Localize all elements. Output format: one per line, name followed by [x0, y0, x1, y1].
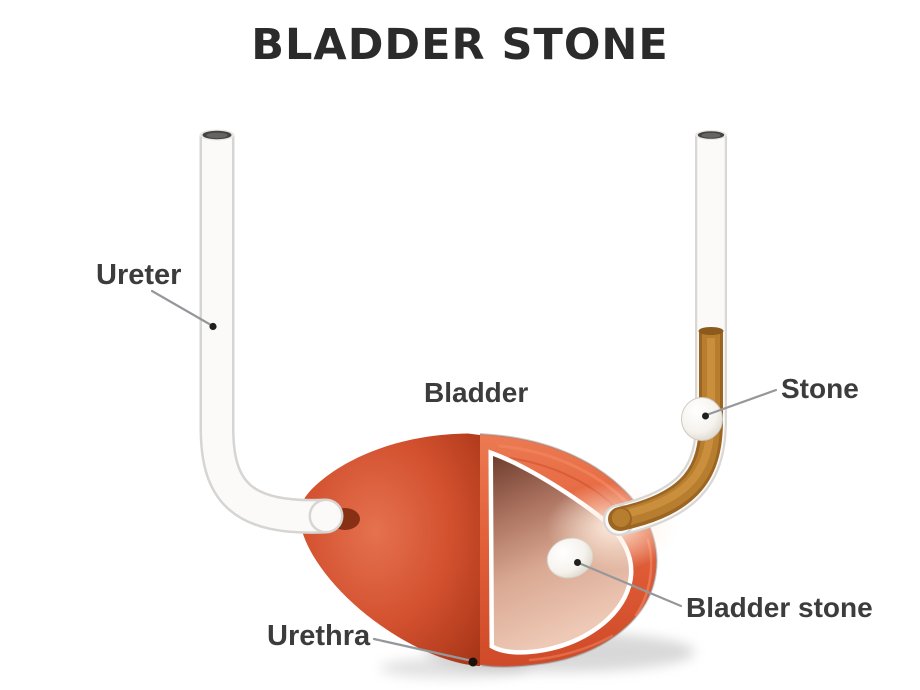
leader-dots — [209, 322, 709, 566]
right-ureter-tube — [603, 130, 727, 536]
ureter-label: Ureter — [96, 259, 182, 291]
leader-lines — [150, 289, 778, 662]
ureter-pointer-dot — [209, 322, 217, 331]
bladder-stone — [546, 537, 594, 579]
urethra-leader-line — [372, 637, 470, 662]
bladder-label: Bladder — [424, 377, 529, 408]
urethra-opening — [468, 657, 478, 667]
bladder-body — [299, 433, 480, 666]
urine-meniscus — [698, 327, 724, 335]
urethra-label: Urethra — [267, 620, 371, 652]
bladder-stone-pointer-dot — [574, 559, 581, 566]
left-ureter-opening — [199, 129, 235, 141]
stone-pointer-dot — [702, 412, 709, 420]
ureter-leader-line — [150, 289, 213, 327]
stone-leader-line — [703, 388, 778, 417]
bladder-stone-label: Bladder stone — [686, 592, 873, 623]
stone-label: Stone — [781, 373, 859, 404]
diagram-title: BLADDER STONE — [251, 20, 669, 70]
right-ureter-opening — [695, 130, 727, 140]
bladder-stone-leader-line — [576, 561, 683, 608]
left-ureter-tube — [199, 129, 344, 534]
bladder-outline — [479, 433, 658, 668]
ureter-stone — [681, 397, 723, 441]
